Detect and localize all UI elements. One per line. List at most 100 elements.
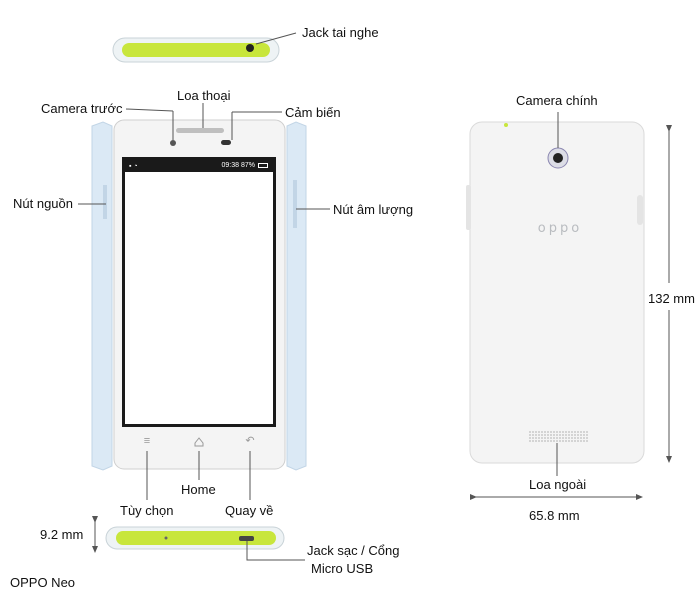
- dimension-arrows: [92, 125, 672, 553]
- power-button: [103, 185, 107, 219]
- grille-dot: [535, 431, 537, 433]
- grille-dot: [574, 437, 576, 439]
- label-jack-tai-nghe: Jack tai nghe: [302, 25, 379, 40]
- grille-dot: [568, 440, 570, 442]
- grille-dot: [538, 434, 540, 436]
- grille-dot: [541, 431, 543, 433]
- top-edge-view: [112, 37, 280, 63]
- grille-dot: [571, 434, 573, 436]
- label-camera-truoc: Camera trước: [41, 101, 123, 116]
- grille-dot: [535, 440, 537, 442]
- grille-dot: [565, 434, 567, 436]
- grille-dot: [556, 440, 558, 442]
- grille-dot: [583, 431, 585, 433]
- grille-dot: [547, 437, 549, 439]
- grille-dot: [568, 437, 570, 439]
- back-speaker-grille: [529, 431, 588, 442]
- grille-dot: [559, 440, 561, 442]
- grille-dot: [562, 431, 564, 433]
- label-loa-thoai: Loa thoại: [177, 88, 231, 103]
- grille-dot: [547, 434, 549, 436]
- label-tuy-chon: Tùy chọn: [120, 503, 174, 518]
- front-view: ≡ ↶: [113, 119, 286, 470]
- brand-logo: oppo: [537, 221, 583, 236]
- page-title: OPPO Neo: [10, 575, 76, 590]
- grille-dot: [553, 440, 555, 442]
- grille-dot: [577, 440, 579, 442]
- status-time: 09:38 87%: [221, 162, 256, 169]
- grille-dot: [568, 434, 570, 436]
- grille-dot: [565, 437, 567, 439]
- grille-dot: [580, 440, 582, 442]
- front-camera: [170, 140, 176, 146]
- home-key-icon: [194, 437, 204, 447]
- grille-dot: [586, 431, 588, 433]
- label-nut-am-luong: Nút âm lượng: [333, 202, 414, 217]
- grille-dot: [580, 431, 582, 433]
- grille-dot: [559, 431, 561, 433]
- grille-dot: [565, 440, 567, 442]
- grille-dot: [562, 434, 564, 436]
- grille-dot: [577, 431, 579, 433]
- label-home: Home: [181, 482, 216, 497]
- dimension-thickness: 9.2 mm: [40, 527, 84, 542]
- grille-dot: [562, 437, 564, 439]
- grille-dot: [529, 434, 531, 436]
- grille-dot: [556, 431, 558, 433]
- grille-dot: [538, 431, 540, 433]
- grille-dot: [571, 437, 573, 439]
- grille-dot: [577, 437, 579, 439]
- volume-button: [293, 180, 297, 228]
- grille-dot: [553, 434, 555, 436]
- grille-dot: [577, 434, 579, 436]
- side-left-panel: [91, 121, 113, 471]
- grille-dot: [532, 437, 534, 439]
- grille-dot: [580, 437, 582, 439]
- grille-dot: [580, 434, 582, 436]
- grille-dot: [550, 431, 552, 433]
- grille-dot: [529, 440, 531, 442]
- grille-dot: [583, 434, 585, 436]
- grille-dot: [532, 440, 534, 442]
- grille-dot: [532, 434, 534, 436]
- sensor: [221, 140, 231, 145]
- label-nut-nguon: Nút nguồn: [13, 196, 73, 211]
- grille-dot: [544, 434, 546, 436]
- grille-dot: [586, 434, 588, 436]
- grille-dot: [556, 434, 558, 436]
- earpiece-grille: [176, 128, 224, 133]
- notification-icon: ▪ ◔: [129, 163, 138, 170]
- grille-dot: [544, 437, 546, 439]
- back-key-icon: ↶: [245, 435, 254, 447]
- grille-dot: [529, 437, 531, 439]
- grille-dot: [574, 431, 576, 433]
- menu-key-icon: ≡: [144, 435, 150, 447]
- dimension-width: 65.8 mm: [529, 508, 580, 523]
- grille-dot: [586, 440, 588, 442]
- grille-dot: [538, 437, 540, 439]
- grille-dot: [529, 431, 531, 433]
- label-quay-ve: Quay về: [225, 503, 274, 518]
- grille-dot: [583, 440, 585, 442]
- grille-dot: [544, 440, 546, 442]
- grille-dot: [535, 434, 537, 436]
- battery-icon: [258, 163, 268, 168]
- bottom-edge-view: [105, 526, 285, 550]
- grille-dot: [571, 440, 573, 442]
- grille-dot: [565, 431, 567, 433]
- label-jack-sac-line1: Jack sạc / Cổng: [307, 543, 400, 558]
- grille-dot: [574, 440, 576, 442]
- back-view: [466, 121, 645, 464]
- screen: [125, 172, 273, 424]
- grille-dot: [583, 437, 585, 439]
- dimension-height: 132 mm: [648, 291, 695, 306]
- grille-dot: [550, 437, 552, 439]
- grille-dot: [559, 437, 561, 439]
- grille-dot: [571, 431, 573, 433]
- grille-dot: [541, 434, 543, 436]
- label-jack-sac-line2: Micro USB: [311, 561, 374, 576]
- grille-dot: [538, 440, 540, 442]
- label-loa-ngoai: Loa ngoài: [529, 477, 587, 492]
- grille-dot: [586, 437, 588, 439]
